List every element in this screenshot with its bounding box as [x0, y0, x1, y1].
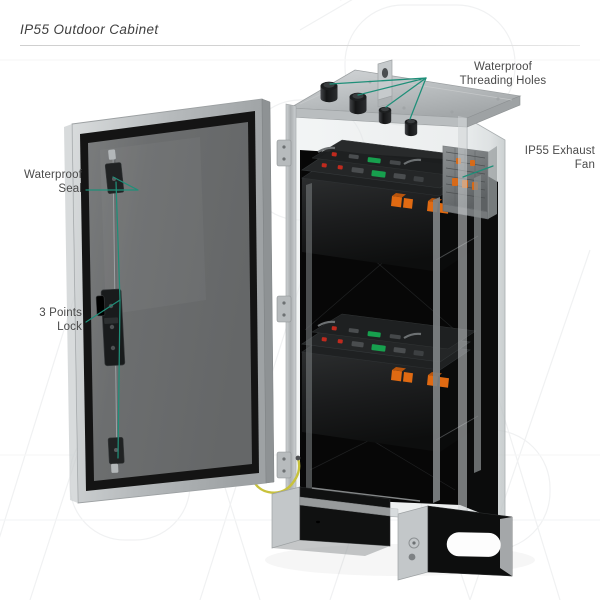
callout-label-3-points-lock: 3 Points Lock: [39, 307, 82, 333]
title-divider: [20, 45, 580, 46]
cabinet-roof: [288, 69, 522, 128]
callout-label-ip55-exhaust-fan: IP55 Exhaust Fan: [524, 145, 595, 171]
handle-cutout: [446, 532, 501, 557]
base-plinth: [271, 486, 513, 581]
front-door: [64, 98, 275, 504]
cable-gland: [378, 106, 392, 125]
door-hinges: [276, 139, 292, 479]
callout-label-waterproof-seal: Waterproof Seal: [24, 169, 82, 195]
rack-frame: [306, 175, 481, 503]
cable-gland: [349, 92, 367, 115]
cable-gland-holes: [320, 81, 418, 137]
page-title: IP55 Outdoor Cabinet: [20, 22, 159, 37]
battery-module-upper: [301, 139, 477, 272]
callout-label-waterproof-threading-holes: Waterproof Threading Holes: [459, 61, 547, 87]
cable-gland: [404, 118, 418, 137]
lifting-eye-bracket: [377, 59, 393, 108]
